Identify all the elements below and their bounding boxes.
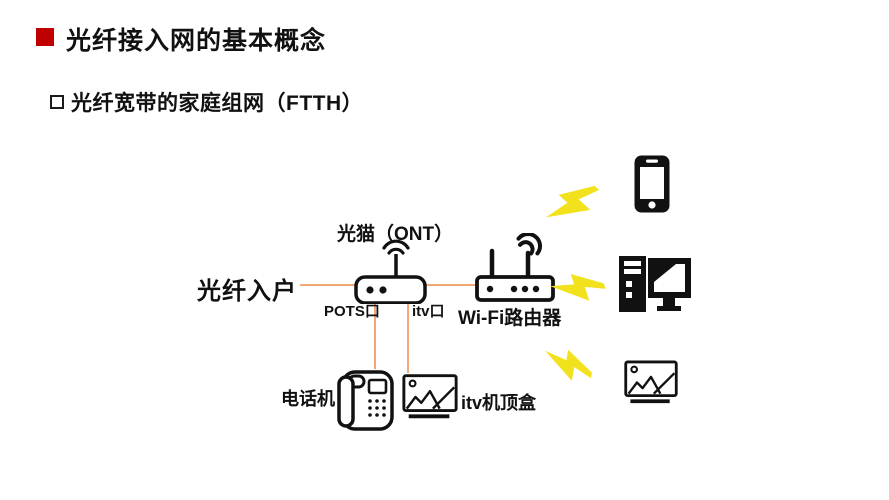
ont-label: 光猫（ONT） [337, 224, 454, 245]
lightning-bolt-icon [545, 176, 600, 237]
pots-port-label: POTS口 [324, 303, 380, 320]
ont-modem-icon [353, 232, 433, 304]
itv-port-label: itv口 [412, 303, 445, 320]
tv-icon [622, 359, 680, 406]
page-subtitle: 光纤宽带的家庭组网（FTTH） [71, 92, 364, 115]
wifi-router-icon [467, 233, 555, 303]
pots-line-vertical [374, 285, 376, 369]
subtitle-bullet-square [50, 95, 64, 109]
wifi-router-label: Wi-Fi路由器 [458, 308, 562, 329]
fiber-entry-label: 光纤入户 [197, 278, 297, 305]
page-title: 光纤接入网的基本概念 [66, 27, 327, 55]
itv-line-vertical [407, 285, 409, 373]
title-bullet-square [36, 28, 54, 46]
settop-box-label: itv机顶盒 [461, 393, 537, 413]
desktop-computer-icon [617, 254, 691, 314]
lightning-bolt-icon [545, 340, 593, 395]
settop-box-icon [400, 371, 460, 423]
smartphone-icon [633, 154, 671, 214]
telephone-label: 电话机 [281, 389, 335, 409]
telephone-icon [331, 363, 395, 433]
lightning-bolt-icon [550, 262, 606, 319]
